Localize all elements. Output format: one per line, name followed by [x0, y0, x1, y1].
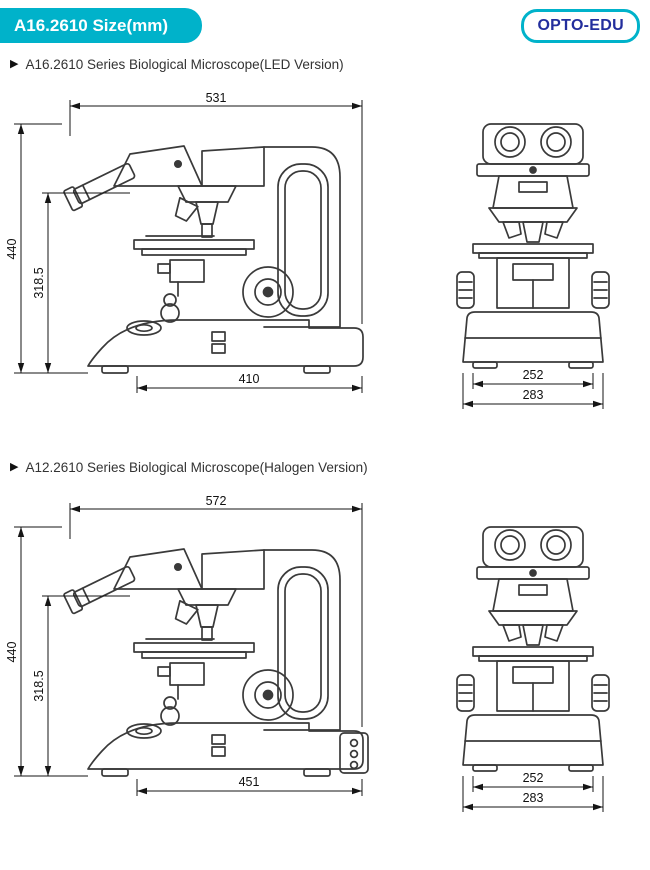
bullet-triangle-icon: ▶ [10, 461, 19, 473]
dim-top-width-label: 531 [206, 92, 227, 105]
microscope-side-art [62, 145, 364, 374]
dim-front-width-label: 252 [523, 368, 544, 382]
header: A16.2610 Size(mm) OPTO-EDU [0, 0, 650, 43]
section-halogen: ▶ A12.2610 Series Biological Microscope(… [0, 460, 650, 815]
dimensions-side-led: 531 440 318.5 [5, 92, 363, 393]
dim-total-height-label: 440 [5, 642, 19, 663]
halogen-control-panel [339, 732, 369, 774]
section-heading-text: A16.2610 Series Biological Microscope(LE… [25, 57, 344, 72]
diagram-row-halogen: 572 440 318.5 [0, 495, 650, 815]
dimensions-side-halogen: 572 440 318.5 [5, 495, 363, 796]
dim-top-width-label: 572 [206, 495, 227, 508]
section-heading: ▶ A16.2610 Series Biological Microscope(… [10, 57, 650, 72]
section-heading: ▶ A12.2610 Series Biological Microscope(… [10, 460, 650, 475]
dim-front-base-width-label: 283 [523, 388, 544, 402]
microscope-front-art [456, 123, 610, 369]
front-view-drawing-halogen: 252 283 [456, 526, 610, 812]
dim-working-height-label: 318.5 [32, 670, 46, 701]
page: A16.2610 Size(mm) OPTO-EDU ▶ A16.2610 Se… [0, 0, 650, 815]
dim-base-depth-label: 410 [239, 372, 260, 386]
dim-working-height-label: 318.5 [32, 267, 46, 298]
dim-total-height-label: 440 [5, 239, 19, 260]
diagram-row-led: 531 440 318.5 [0, 92, 650, 412]
section-led: ▶ A16.2610 Series Biological Microscope(… [0, 57, 650, 412]
dim-front-width-label: 252 [523, 771, 544, 785]
front-view-drawing-led: 252 283 [456, 123, 610, 409]
microscope-front-art [456, 526, 610, 772]
page-title: A16.2610 Size(mm) [0, 8, 203, 43]
dim-front-base-width-label: 283 [523, 791, 544, 805]
microscope-side-art [62, 548, 369, 777]
side-view-drawing-halogen: 572 440 318.5 [5, 495, 369, 796]
brand-logo: OPTO-EDU [521, 8, 640, 43]
bullet-triangle-icon: ▶ [10, 58, 19, 70]
dim-base-depth-label: 451 [239, 775, 260, 789]
section-heading-text: A12.2610 Series Biological Microscope(Ha… [25, 460, 368, 475]
side-view-drawing-led: 531 440 318.5 [5, 92, 364, 393]
dimensions-front-halogen: 252 283 [462, 771, 604, 812]
dimensions-front-led: 252 283 [462, 368, 604, 409]
